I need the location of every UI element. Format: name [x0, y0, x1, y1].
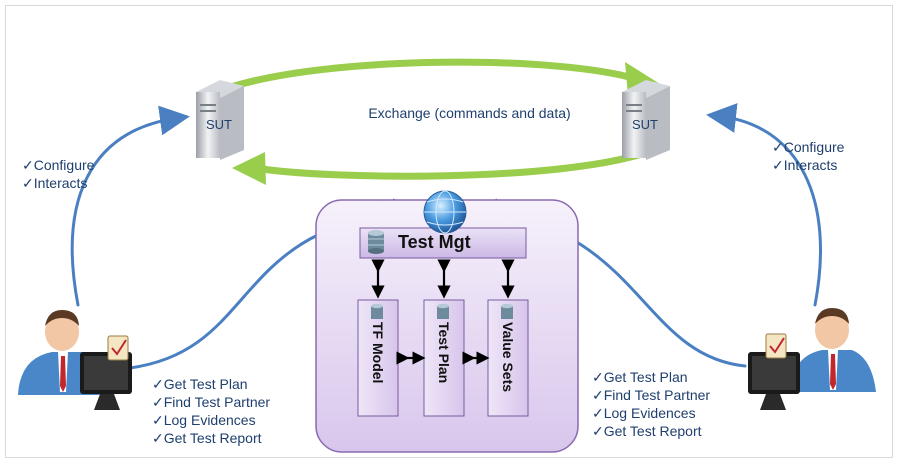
sut-right-label: SUT: [632, 117, 658, 132]
user-left-icon: [18, 310, 132, 410]
list-item: ✓Get Test Report: [592, 423, 702, 439]
module-tf-model: [357, 299, 399, 417]
exchange-loop: [224, 58, 660, 185]
right-actions-list: ✓Get Test Plan ✓Find Test Partner ✓Log E…: [592, 368, 710, 440]
module-database-icons: [371, 303, 513, 319]
exchange-label: Exchange (commands and data): [368, 105, 571, 121]
exchange-arrowhead-left: [232, 152, 266, 185]
module-test-plan: [423, 299, 465, 417]
list-item: ✓Interacts: [22, 175, 88, 191]
server-right-icon: [622, 80, 670, 160]
sut-left-label: SUT: [206, 117, 232, 132]
list-item: ✓Log Evidences: [592, 405, 696, 421]
list-item: ✓Get Test Plan: [152, 376, 248, 392]
list-item: ✓Interacts: [772, 157, 838, 173]
module-label-tf-model: TF Model: [370, 322, 386, 384]
diagram-frame: [5, 5, 893, 458]
list-item: ✓Configure: [772, 139, 845, 155]
module-label-value-sets: Value Sets: [500, 322, 516, 393]
list-item: ✓Find Test Partner: [592, 387, 711, 403]
list-item: ✓Log Evidences: [152, 412, 256, 428]
module-label-test-plan: Test Plan: [436, 322, 452, 384]
list-item: ✓Get Test Report: [152, 430, 262, 446]
server-left-icon: [196, 80, 244, 160]
user-right-icon: [748, 308, 876, 410]
left-actions-list: ✓Get Test Plan ✓Find Test Partner ✓Log E…: [152, 375, 270, 447]
right-configure-list: ✓Configure ✓Interacts: [772, 138, 844, 174]
globe-icon: [423, 190, 467, 234]
left-configure-list: ✓Configure ✓Interacts: [22, 156, 94, 192]
list-item: ✓Get Test Plan: [592, 369, 688, 385]
list-item: ✓Find Test Partner: [152, 394, 271, 410]
module-value-sets: [487, 299, 529, 417]
module-connectors: [371, 259, 515, 365]
test-mgt-title: Test Mgt: [398, 232, 471, 252]
list-item: ✓Configure: [22, 157, 95, 173]
database-icon: [368, 230, 384, 254]
